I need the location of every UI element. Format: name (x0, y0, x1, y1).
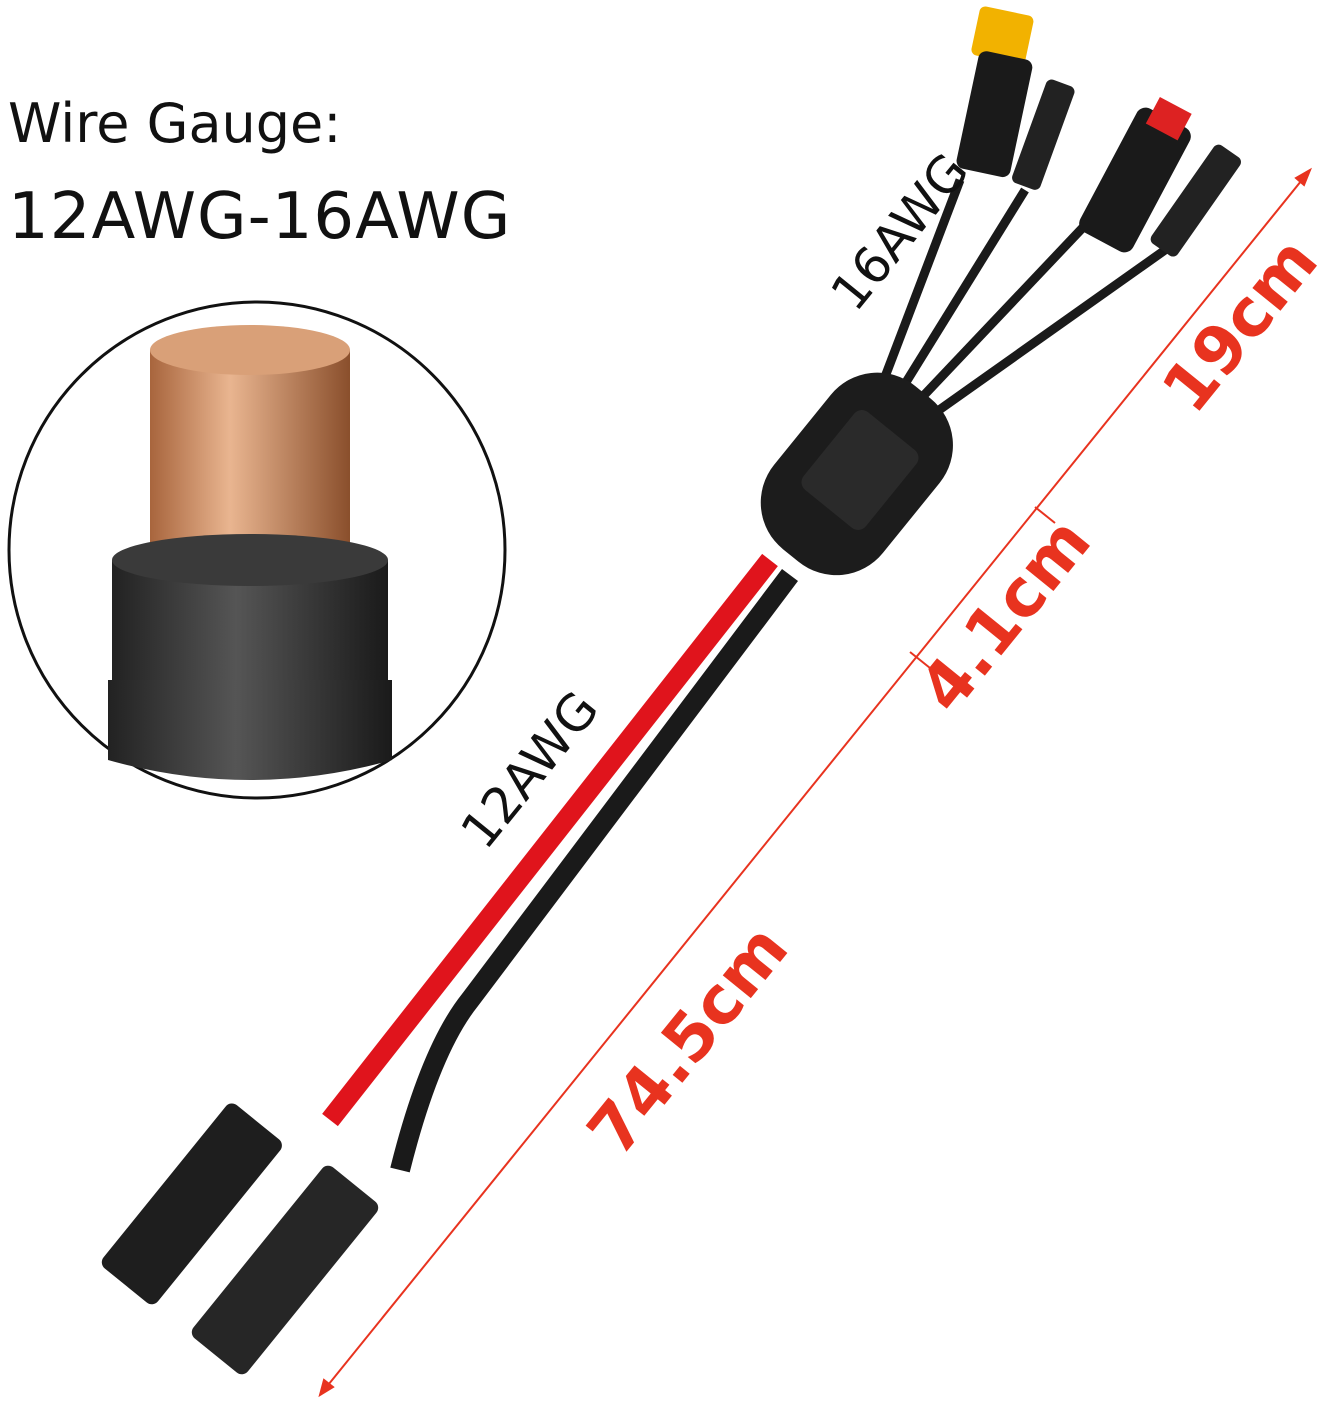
measurement-line (318, 167, 1312, 1398)
wire-gauge-range: 12AWG-16AWG (8, 180, 512, 254)
splitter-hub (760, 372, 953, 576)
dc-plug-2 (1150, 144, 1241, 257)
xt60-housing (956, 51, 1033, 178)
mc4-connectors (101, 1103, 379, 1375)
anderson-red-tip (1145, 96, 1192, 141)
anderson-connector (1079, 107, 1191, 253)
branch-cables (875, 178, 1168, 424)
wire-cross-section-inset (7, 300, 507, 800)
dc-plug-1 (1012, 79, 1075, 190)
wire-gauge-heading: Wire Gauge: (8, 92, 342, 155)
xt60-connector (971, 6, 1034, 65)
main-cable (322, 553, 798, 1173)
